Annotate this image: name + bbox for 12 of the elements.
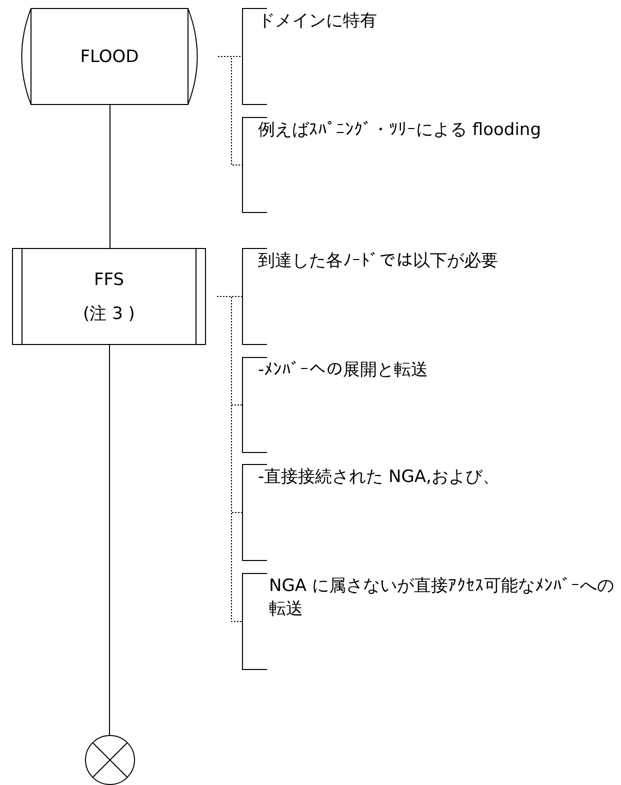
procedure-name: FFS [94,270,124,290]
flow-line [109,344,110,736]
procedure-name: FLOOD [80,46,139,66]
comment-text: -ﾒﾝﾊﾞｰへの展開と転送 [258,359,430,382]
comment-text: -直接接続された NGA,および、 [258,466,500,489]
comment-text: 例えばｽﾊﾟﾆﾝｸﾞ・ﾂﾘｰによる flooding [258,119,542,142]
comment-text: NGA に属さないが直接ｱｸｾｽ可能なﾒﾝﾊﾞｰへの転送 [269,575,615,621]
comment-connector [216,296,242,622]
comment-text: 到達した各ﾉｰﾄﾞでは以下が必要 [258,250,499,273]
comment-connector [218,56,242,166]
comment-text: ドメインに特有 [258,10,378,33]
note-reference: (注 3 ) [83,304,135,324]
